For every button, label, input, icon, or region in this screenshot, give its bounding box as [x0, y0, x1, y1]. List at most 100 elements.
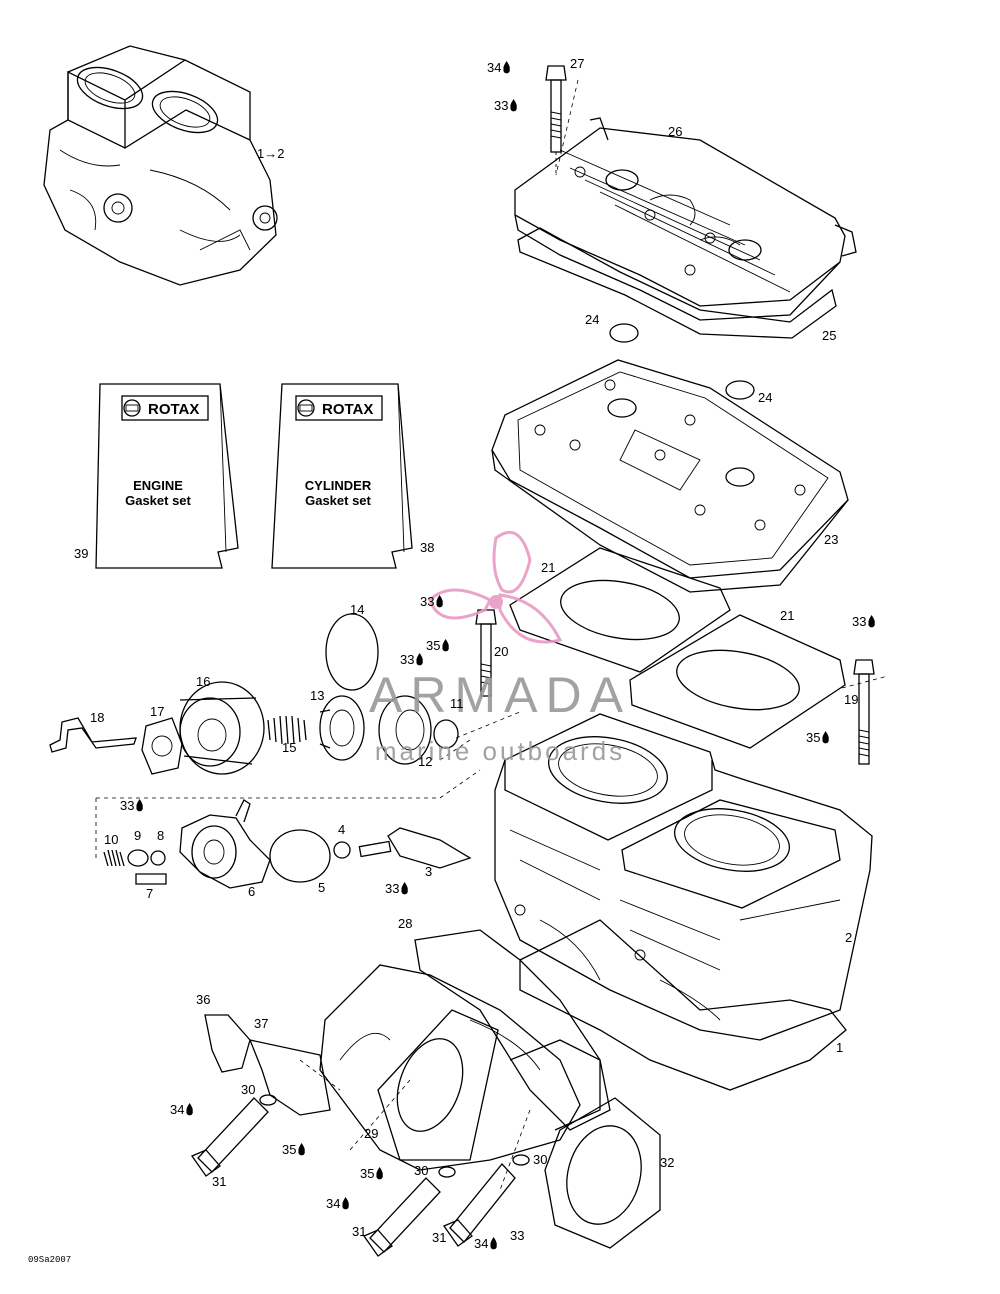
callout-label: 32 — [660, 1155, 674, 1170]
oil-drop-icon — [442, 639, 449, 652]
callout-label: 19 — [844, 692, 858, 707]
oil-drop-icon — [503, 61, 510, 74]
thermostat-o-ring — [325, 613, 379, 691]
oil-drop-icon — [490, 1237, 497, 1250]
callout-label: 33 — [494, 98, 508, 113]
callout-label: 1 — [836, 1040, 843, 1055]
callout-label: 37 — [254, 1016, 268, 1031]
callout-label: 33 — [420, 594, 434, 609]
watermark: ARMADA marine outboards — [369, 531, 631, 766]
callout-label: 25 — [822, 328, 836, 343]
cap-nut — [141, 717, 183, 775]
mount-lug — [204, 1014, 251, 1073]
callout-label: 27 — [570, 56, 584, 71]
callout-label: 34 — [326, 1196, 340, 1211]
oil-drop-icon — [376, 1167, 383, 1180]
cylinder-book-subtitle: Gasket set — [305, 493, 371, 508]
washer-middle — [438, 1166, 456, 1178]
engine-gasket-set-book: ROTAX ENGINE Gasket set — [95, 383, 239, 569]
cover-bolt — [545, 65, 567, 175]
engine-book-brand: ROTAX — [148, 401, 199, 418]
callout-label: 35 — [426, 638, 440, 653]
callout-label: 4 — [338, 822, 345, 837]
spring-clip — [49, 717, 137, 753]
pump-housing — [179, 799, 271, 889]
callout-label: 33 — [510, 1228, 524, 1243]
callout-label: 24 — [585, 312, 599, 327]
callout-label: 7 — [146, 886, 153, 901]
exhaust-manifold — [319, 964, 601, 1171]
callout-label: 8 — [157, 828, 164, 843]
cylinder-book-title: CYLINDER — [305, 478, 372, 493]
o-ring-right — [725, 380, 755, 400]
callout-label: 31 — [432, 1230, 446, 1245]
callout-label: 36 — [196, 992, 210, 1007]
callout-label: 34 — [474, 1236, 488, 1251]
cylinder-book-brand: ROTAX — [322, 401, 373, 418]
callout-label: 33 — [385, 881, 399, 896]
watermark-brand: ARMADA — [369, 667, 631, 723]
callout-label: 33 — [120, 798, 134, 813]
water-fitting — [358, 827, 472, 869]
manifold-gasket — [414, 929, 611, 1131]
callout-label: 26 — [668, 124, 682, 139]
drawing-code: 09Sa2007 — [28, 1255, 71, 1265]
thermostat-seal — [378, 695, 432, 765]
head-gasket-rear — [629, 614, 846, 749]
callout-label: 3 — [425, 864, 432, 879]
callout-label: 17 — [150, 704, 164, 719]
ring-8 — [150, 850, 166, 866]
oil-drop-icon — [186, 1103, 193, 1116]
washer-9 — [127, 849, 149, 867]
cylinder-base-gasket — [519, 919, 847, 1091]
thermostat-housing-cover — [179, 681, 265, 775]
cylinder-head — [491, 359, 849, 593]
screw-7 — [135, 873, 167, 885]
oil-drop-icon — [416, 653, 423, 666]
thermostat — [319, 695, 365, 761]
watermark-tagline: marine outboards — [375, 736, 625, 766]
head-gasket-front — [509, 547, 731, 673]
callout-label: 31 — [352, 1224, 366, 1239]
pump-spring — [103, 849, 125, 867]
callout-label: 18 — [90, 710, 104, 725]
small-ring — [333, 841, 351, 859]
callout-label: 15 — [282, 740, 296, 755]
callout-label: 35 — [282, 1142, 296, 1157]
callout-label: 31 — [212, 1174, 226, 1189]
callout-label: 1→2 — [257, 146, 284, 161]
callout-label: 35 — [806, 730, 820, 745]
oil-drop-icon — [298, 1143, 305, 1156]
callout-label: 12 — [418, 754, 432, 769]
callout-label: 24 — [758, 390, 772, 405]
cover-gasket — [517, 227, 837, 339]
small-o-ring — [433, 719, 459, 749]
callout-label: 23 — [824, 532, 838, 547]
oil-drop-icon — [510, 99, 517, 112]
callout-label: 2 — [845, 930, 852, 945]
manifold-bolt-middle — [363, 1177, 441, 1257]
callout-label: 28 — [398, 916, 412, 931]
engine-book-subtitle: Gasket set — [125, 493, 191, 508]
cylinder-block — [494, 713, 873, 1041]
manifold-bolt-right — [443, 1163, 516, 1247]
oil-drop-icon — [401, 882, 408, 895]
engine-book-title: ENGINE — [133, 478, 183, 493]
callout-label: 13 — [310, 688, 324, 703]
head-bolt-left — [475, 609, 497, 697]
callout-label: 30 — [414, 1163, 428, 1178]
callout-label: 21 — [780, 608, 794, 623]
head-bolt-right — [853, 659, 875, 765]
callout-label: 9 — [134, 828, 141, 843]
oil-drop-icon — [342, 1197, 349, 1210]
callout-label: 33 — [852, 614, 866, 629]
callout-label: 16 — [196, 674, 210, 689]
manifold-bolt-left — [191, 1097, 269, 1177]
callout-label: 35 — [360, 1166, 374, 1181]
o-ring-left — [609, 323, 639, 343]
callout-label: 33 — [400, 652, 414, 667]
engine-block-thumbnail — [43, 45, 278, 286]
